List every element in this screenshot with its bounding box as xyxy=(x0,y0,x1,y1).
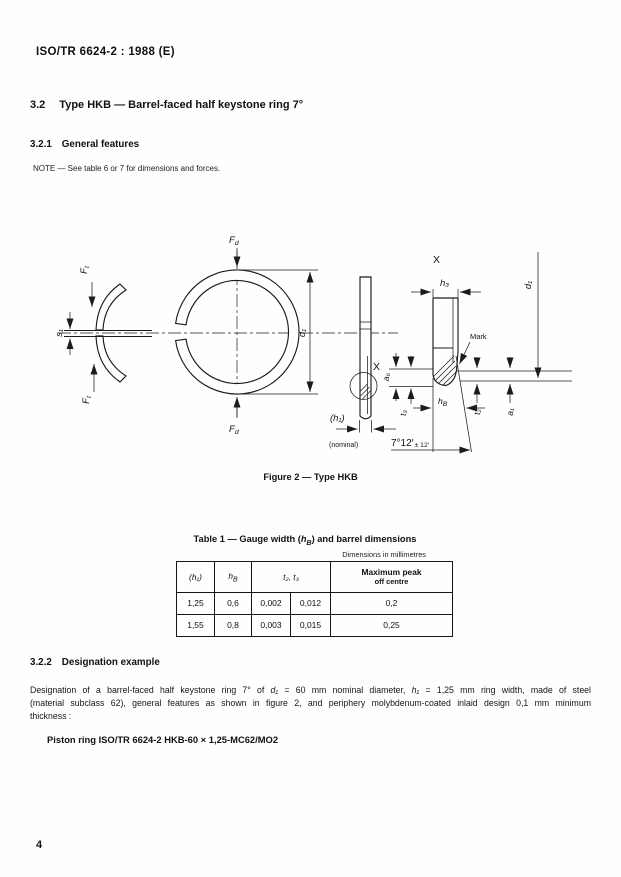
label-angle: 7°12′± 12′ xyxy=(391,438,430,449)
figure-2-drawing: s₁ Ft Ft Fd Fd d₁ xyxy=(54,235,572,454)
designation-code: Piston ring ISO/TR 6624-2 HKB-60 × 1,25-… xyxy=(47,734,279,745)
label-s1: s₁ xyxy=(54,329,65,337)
ring-cross-section: X (h₁) (nominal) xyxy=(329,276,396,449)
cell-hb: 0,8 xyxy=(214,613,252,637)
label-ft-top: Ft xyxy=(79,265,91,274)
cell-peak: 0,2 xyxy=(330,591,454,615)
label-fd-bottom: Fd xyxy=(229,424,239,436)
section-3-2-title: Type HKB — Barrel-faced half keystone ri… xyxy=(59,99,304,111)
note-text: NOTE — See table 6 or 7 for dimensions a… xyxy=(33,164,221,173)
label-d1-ring: d₁ xyxy=(297,329,308,337)
section-3-2-1-title: General features xyxy=(61,139,140,150)
label-t2: t₂ xyxy=(472,408,482,414)
detail-callout-circle xyxy=(349,372,378,400)
col-header-t2-t3: t₂, t₃ xyxy=(250,560,332,593)
table-1-title: Table 1 — Gauge width (hB) and barrel di… xyxy=(193,534,417,547)
cell-t2: 0,002 xyxy=(251,591,291,615)
section-3-2-2-title: Designation example xyxy=(61,657,160,668)
table-1-header-row: (h₁) hB t₂, t₃ Maximum peak off centre xyxy=(176,560,454,593)
label-d1-detail: d₁ xyxy=(523,281,534,289)
symbol-h1: h₁ xyxy=(411,685,420,695)
table-1-units-note: Dimensions in millimetres xyxy=(342,549,426,559)
section-3-2-1-heading: 3.2.1 General features xyxy=(30,139,139,150)
label-h3: h₃ xyxy=(440,278,449,289)
cell-t2: 0,003 xyxy=(251,613,291,637)
designation-line-3: thickness : xyxy=(30,711,72,721)
section-3-2-number: 3.2 xyxy=(30,99,46,111)
label-hb: hB xyxy=(438,396,448,408)
page-number: 4 xyxy=(36,839,43,851)
ring-side-view: s₁ Ft Ft xyxy=(54,265,152,404)
label-t3: t₃ xyxy=(398,410,408,416)
label-ft-bottom: Ft xyxy=(81,395,93,404)
section-3-2-2-heading: 3.2.2 Designation example xyxy=(30,657,160,668)
designation-line-1: Designation of a barrel-faced half keyst… xyxy=(30,685,591,695)
page-header: ISO/TR 6624-2 : 1988 (E) xyxy=(36,46,175,58)
cell-hb: 0,6 xyxy=(214,591,252,615)
table-row: 1,55 0,8 0,003 0,015 0,25 xyxy=(176,613,454,637)
label-a1: a₁ xyxy=(505,408,515,416)
cell-t3: 0,012 xyxy=(289,591,332,615)
cell-h1: 1,25 xyxy=(176,591,215,615)
cell-peak: 0,25 xyxy=(330,613,454,637)
label-x-detail: X xyxy=(433,254,440,266)
table-row: 1,25 0,6 0,002 0,012 0,2 xyxy=(176,591,454,615)
section-3-2-1-number: 3.2.1 xyxy=(30,139,52,150)
section-3-2-2-number: 3.2.2 xyxy=(30,657,52,668)
label-fd-top: Fd xyxy=(229,235,239,247)
ring-front-view: Fd Fd d₁ xyxy=(174,235,318,436)
label-mark: Mark xyxy=(470,332,487,341)
symbol-d1: d₁ xyxy=(270,685,279,695)
designation-line-2: (material subclass 62), general features… xyxy=(30,698,591,708)
label-nominal-note: (nominal) xyxy=(329,442,358,449)
table-1: (h₁) hB t₂, t₃ Maximum peak off centre 1… xyxy=(176,560,454,637)
table-1-block: Table 1 — Gauge width (hB) and barrel di… xyxy=(176,534,454,637)
figure-2-caption: Figure 2 — Type HKB xyxy=(263,472,358,482)
taper-flank-line xyxy=(455,355,472,453)
cell-t3: 0,015 xyxy=(289,613,332,637)
col-header-hb: hB xyxy=(214,560,252,593)
bar-hatch xyxy=(360,383,371,400)
label-a6: a₆ xyxy=(381,372,391,381)
col-header-max-peak: Maximum peak off centre xyxy=(330,560,454,593)
col-header-h1: (h₁) xyxy=(176,560,215,593)
label-x-callout: X xyxy=(373,361,380,373)
section-3-2-heading: 3.2 Type HKB — Barrel-faced half keystone… xyxy=(30,99,303,111)
designation-paragraph: Designation of a barrel-faced half keyst… xyxy=(30,684,591,723)
detail-x-view: X h₃ Mark 7°12′± xyxy=(381,252,572,454)
cell-h1: 1,55 xyxy=(176,613,215,637)
section-hatch xyxy=(433,349,457,386)
label-h1-nominal: (h₁) xyxy=(330,413,345,424)
